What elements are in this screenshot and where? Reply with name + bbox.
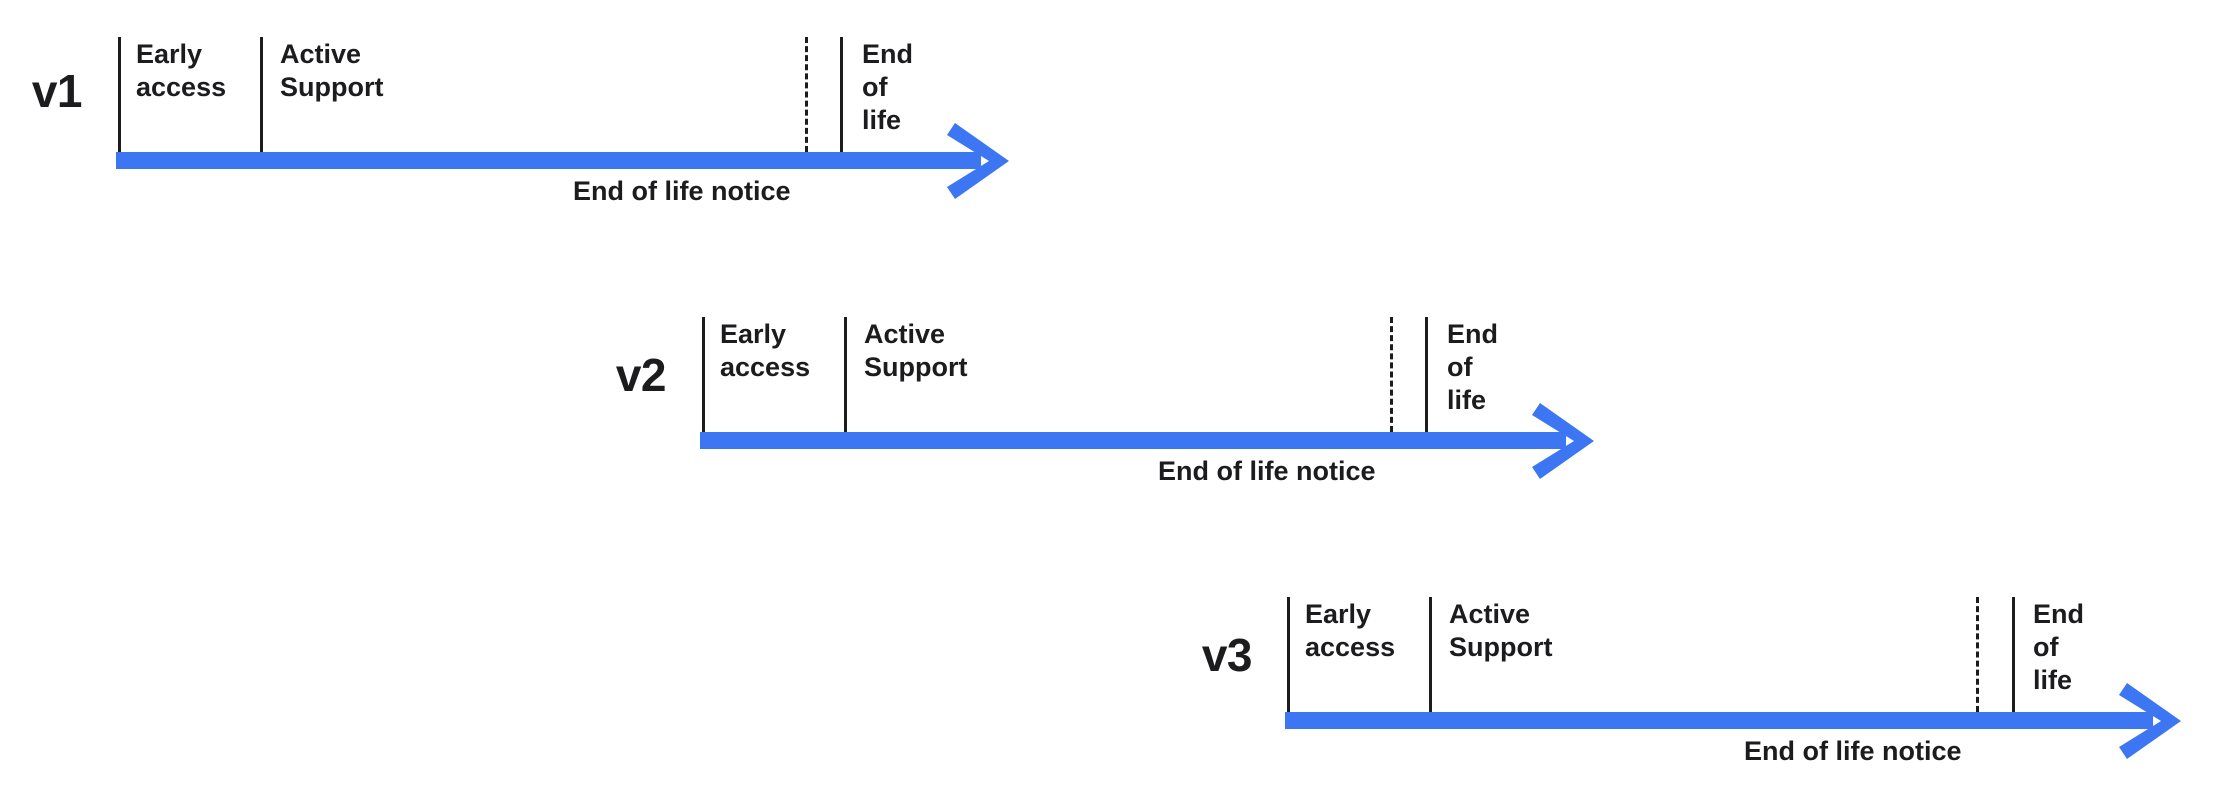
phase-label-end-of-life: End of life — [2033, 599, 2084, 695]
phase-divider-1 — [1429, 597, 1432, 712]
end-of-life-notice-label: End of life notice — [1158, 456, 1376, 486]
phase-divider-dashed-2 — [805, 37, 808, 152]
end-of-life-notice-label: End of life notice — [1744, 736, 1962, 766]
version-label-v2: v2 — [615, 349, 667, 401]
version-label-v1: v1 — [31, 65, 83, 117]
phase-divider-0 — [702, 317, 705, 432]
phase-divider-1 — [844, 317, 847, 432]
phase-divider-1 — [260, 37, 263, 152]
phase-label-early-access: Early access — [136, 39, 227, 102]
phase-divider-3 — [840, 37, 843, 152]
phase-label-end-of-life: End of life — [862, 39, 913, 135]
phase-label-active-support: Active Support — [864, 319, 968, 382]
lifecycle-arrow-head-icon — [2119, 679, 2185, 763]
lifecycle-arrow-shaft — [1285, 712, 2153, 729]
phase-label-end-of-life: End of life — [1447, 319, 1498, 415]
phase-divider-3 — [1425, 317, 1428, 432]
phase-divider-dashed-2 — [1390, 317, 1393, 432]
lifecycle-arrow-shaft — [700, 432, 1566, 449]
version-label-v3: v3 — [1201, 629, 1253, 681]
lifecycle-arrow-shaft — [116, 152, 981, 169]
phase-divider-dashed-2 — [1976, 597, 1979, 712]
phase-label-active-support: Active Support — [280, 39, 384, 102]
phase-divider-0 — [118, 37, 121, 152]
phase-divider-3 — [2012, 597, 2015, 712]
end-of-life-notice-label: End of life notice — [573, 176, 791, 206]
phase-divider-0 — [1287, 597, 1290, 712]
lifecycle-arrow-head-icon — [1532, 399, 1598, 483]
phase-label-active-support: Active Support — [1449, 599, 1553, 662]
lifecycle-arrow-head-icon — [947, 119, 1013, 203]
phase-label-early-access: Early access — [720, 319, 811, 382]
phase-label-early-access: Early access — [1305, 599, 1396, 662]
